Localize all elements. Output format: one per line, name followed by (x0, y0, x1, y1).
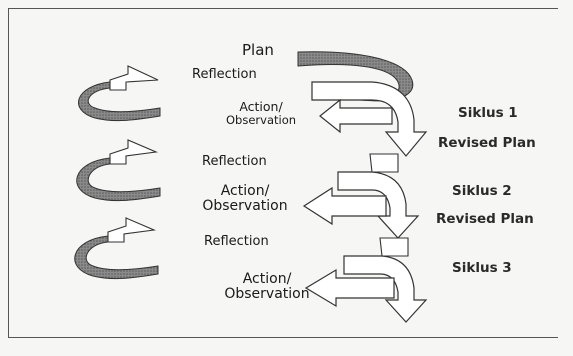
siklus-label-1: Siklus 1 (458, 105, 518, 121)
reflection-loop-2 (76, 139, 161, 202)
action-label-2: Action/ Observation (190, 183, 300, 215)
action-label-1-line1: Action/ (239, 99, 283, 114)
diagram-frame (8, 8, 558, 338)
action-label-2-line1: Action/ (220, 183, 270, 199)
reflection-label-1: Reflection (192, 67, 257, 82)
action-arrow-3 (304, 268, 395, 308)
action-label-3-line2: Observation (224, 286, 310, 303)
plan-label: Plan (242, 41, 274, 59)
reflection-label-3: Reflection (204, 234, 269, 249)
action-label-1-line2: Observation (226, 112, 297, 127)
action-arrow-2 (302, 186, 387, 226)
action-arrow-1 (319, 98, 393, 134)
siklus-label-3: Siklus 3 (452, 260, 512, 276)
siklus-label-2: Siklus 2 (452, 183, 512, 199)
action-label-1: Action/ Observation (226, 100, 296, 126)
down-arrow-1 (311, 81, 428, 157)
reflection-loop-1 (78, 65, 161, 122)
reflection-label-2: Reflection (202, 154, 267, 169)
down-arrow-2 (337, 153, 420, 239)
reflection-loop-3 (74, 217, 159, 280)
action-label-2-line2: Observation (202, 198, 288, 215)
revised-plan-label-2: Revised Plan (436, 211, 534, 227)
action-label-3-line1: Action/ (242, 271, 292, 287)
action-label-3: Action/ Observation (222, 271, 312, 303)
revised-plan-label-1: Revised Plan (438, 135, 536, 151)
down-arrow-3 (343, 237, 428, 323)
